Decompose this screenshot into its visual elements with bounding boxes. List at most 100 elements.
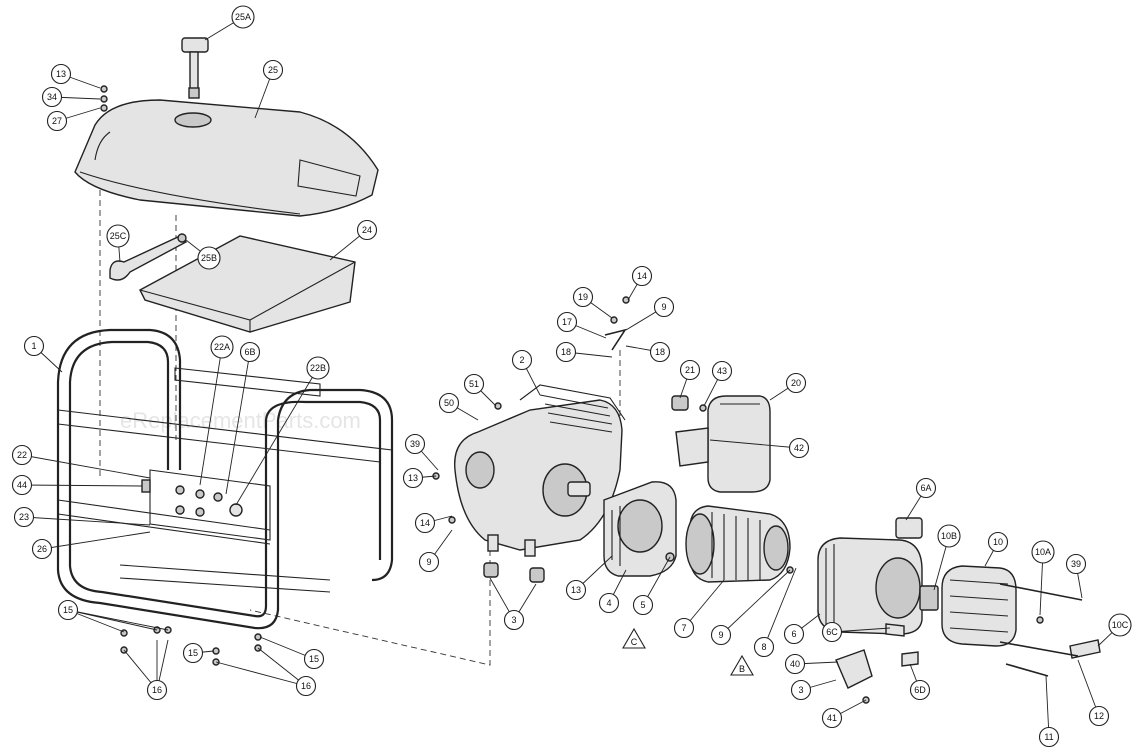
callout-c27: 27 bbox=[46, 110, 68, 132]
stator bbox=[817, 517, 923, 635]
callout-label: 5 bbox=[640, 600, 645, 610]
callout-label: 43 bbox=[717, 366, 727, 376]
callout-c41: 41 bbox=[821, 707, 843, 729]
callout-c10: 10 bbox=[987, 531, 1009, 553]
fuel-tank bbox=[74, 99, 379, 217]
callout-c40: 40 bbox=[784, 653, 806, 675]
leader-line-c6B bbox=[225, 351, 251, 495]
callout-label: 10A bbox=[1035, 547, 1051, 557]
callout-c18b: 18 bbox=[649, 341, 671, 363]
leader-line-c9c bbox=[720, 569, 791, 636]
callout-c22B: 22B bbox=[306, 356, 330, 380]
callout-c6D: 6D bbox=[909, 679, 931, 701]
callout-c43: 43 bbox=[711, 360, 733, 382]
callout-c11: 11 bbox=[1038, 726, 1060, 748]
callout-label: 39 bbox=[410, 439, 420, 449]
frame bbox=[56, 328, 394, 630]
leader-line-c22B bbox=[235, 367, 319, 506]
callout-c39a: 39 bbox=[404, 433, 426, 455]
callout-label: 16 bbox=[152, 685, 162, 695]
leader-line-c42 bbox=[709, 439, 800, 449]
callout-label: 6 bbox=[791, 629, 796, 639]
leader-line-c22A bbox=[199, 346, 223, 486]
callout-label: 6A bbox=[920, 483, 931, 493]
callout-label: 23 bbox=[19, 512, 29, 522]
callout-label: 13 bbox=[571, 585, 581, 595]
engine bbox=[454, 384, 626, 557]
callout-label: 34 bbox=[47, 92, 57, 102]
callout-c3a: 3 bbox=[503, 609, 525, 631]
leader-line-c23 bbox=[23, 516, 151, 526]
callout-c42: 42 bbox=[788, 437, 810, 459]
callout-label: 18 bbox=[561, 347, 571, 357]
callout-label: 6C bbox=[826, 627, 838, 637]
callout-label: 24 bbox=[362, 225, 372, 235]
callout-c5: 5 bbox=[632, 594, 654, 616]
callout-label: 6B bbox=[244, 347, 255, 357]
end-cover bbox=[919, 565, 1017, 647]
callout-c6: 6 bbox=[783, 623, 805, 645]
callout-c9a: 9 bbox=[653, 296, 675, 318]
callout-c19: 19 bbox=[572, 286, 594, 308]
callout-c25: 25 bbox=[262, 59, 284, 81]
callout-c15a: 15 bbox=[57, 599, 79, 621]
callout-label: 39 bbox=[1071, 559, 1081, 569]
marker-mC: C bbox=[622, 627, 646, 649]
callout-c10B: 10B bbox=[937, 524, 961, 548]
callout-c13b: 13 bbox=[402, 467, 424, 489]
callout-label: 51 bbox=[469, 379, 479, 389]
callout-c13a: 13 bbox=[50, 63, 72, 85]
callout-c2: 2 bbox=[511, 349, 533, 371]
leader-line-c16b bbox=[215, 661, 307, 687]
callout-label: 4 bbox=[606, 598, 611, 608]
watermark: eReplacementParts.com bbox=[120, 408, 361, 433]
callout-c51: 51 bbox=[463, 373, 485, 395]
callout-c26: 26 bbox=[31, 538, 53, 560]
callout-c34: 34 bbox=[41, 86, 63, 108]
callout-label: 25 bbox=[268, 65, 278, 75]
callout-label: 19 bbox=[578, 292, 588, 302]
callout-label: 15 bbox=[63, 605, 73, 615]
marker-mB: B bbox=[730, 654, 754, 676]
callout-label: 22A bbox=[214, 342, 230, 352]
callout-c1: 1 bbox=[23, 335, 45, 357]
fasteners bbox=[100, 85, 1044, 704]
callout-label: 13 bbox=[408, 473, 418, 483]
callout-c6B: 6B bbox=[239, 341, 261, 363]
callout-label: 13 bbox=[56, 69, 66, 79]
callout-label: 22B bbox=[310, 363, 326, 373]
leader-line-c15a bbox=[67, 609, 169, 631]
callout-label: 41 bbox=[827, 713, 837, 723]
callout-c8: 8 bbox=[753, 636, 775, 658]
callout-c25C: 25C bbox=[106, 224, 130, 248]
callout-label: 10 bbox=[993, 537, 1003, 547]
callout-label: 12 bbox=[1094, 711, 1104, 721]
callout-label: 42 bbox=[794, 443, 804, 453]
callout-c15c: 15 bbox=[303, 648, 325, 670]
callout-label: 9 bbox=[718, 630, 723, 640]
callout-label: 40 bbox=[790, 659, 800, 669]
callout-label: 10C bbox=[1112, 620, 1129, 630]
callout-c6A: 6A bbox=[915, 477, 937, 499]
choke-linkage bbox=[604, 296, 630, 351]
callout-label: 25A bbox=[235, 12, 251, 22]
callout-c25A: 25A bbox=[231, 5, 255, 29]
callout-c4: 4 bbox=[598, 592, 620, 614]
callout-c22A: 22A bbox=[210, 335, 234, 359]
marker-label: C bbox=[631, 637, 638, 647]
callout-c7: 7 bbox=[673, 617, 695, 639]
callout-label: 10B bbox=[941, 531, 957, 541]
callout-c23: 23 bbox=[13, 506, 35, 528]
callout-c50: 50 bbox=[438, 392, 460, 414]
callout-c16a: 16 bbox=[146, 679, 168, 701]
callout-c20: 20 bbox=[785, 372, 807, 394]
callout-c14a: 14 bbox=[631, 265, 653, 287]
callout-c39b: 39 bbox=[1065, 553, 1087, 575]
callout-c15b: 15 bbox=[182, 642, 204, 664]
callout-c14b: 14 bbox=[414, 512, 436, 534]
callout-label: 22 bbox=[17, 450, 27, 460]
callout-c24: 24 bbox=[356, 219, 378, 241]
